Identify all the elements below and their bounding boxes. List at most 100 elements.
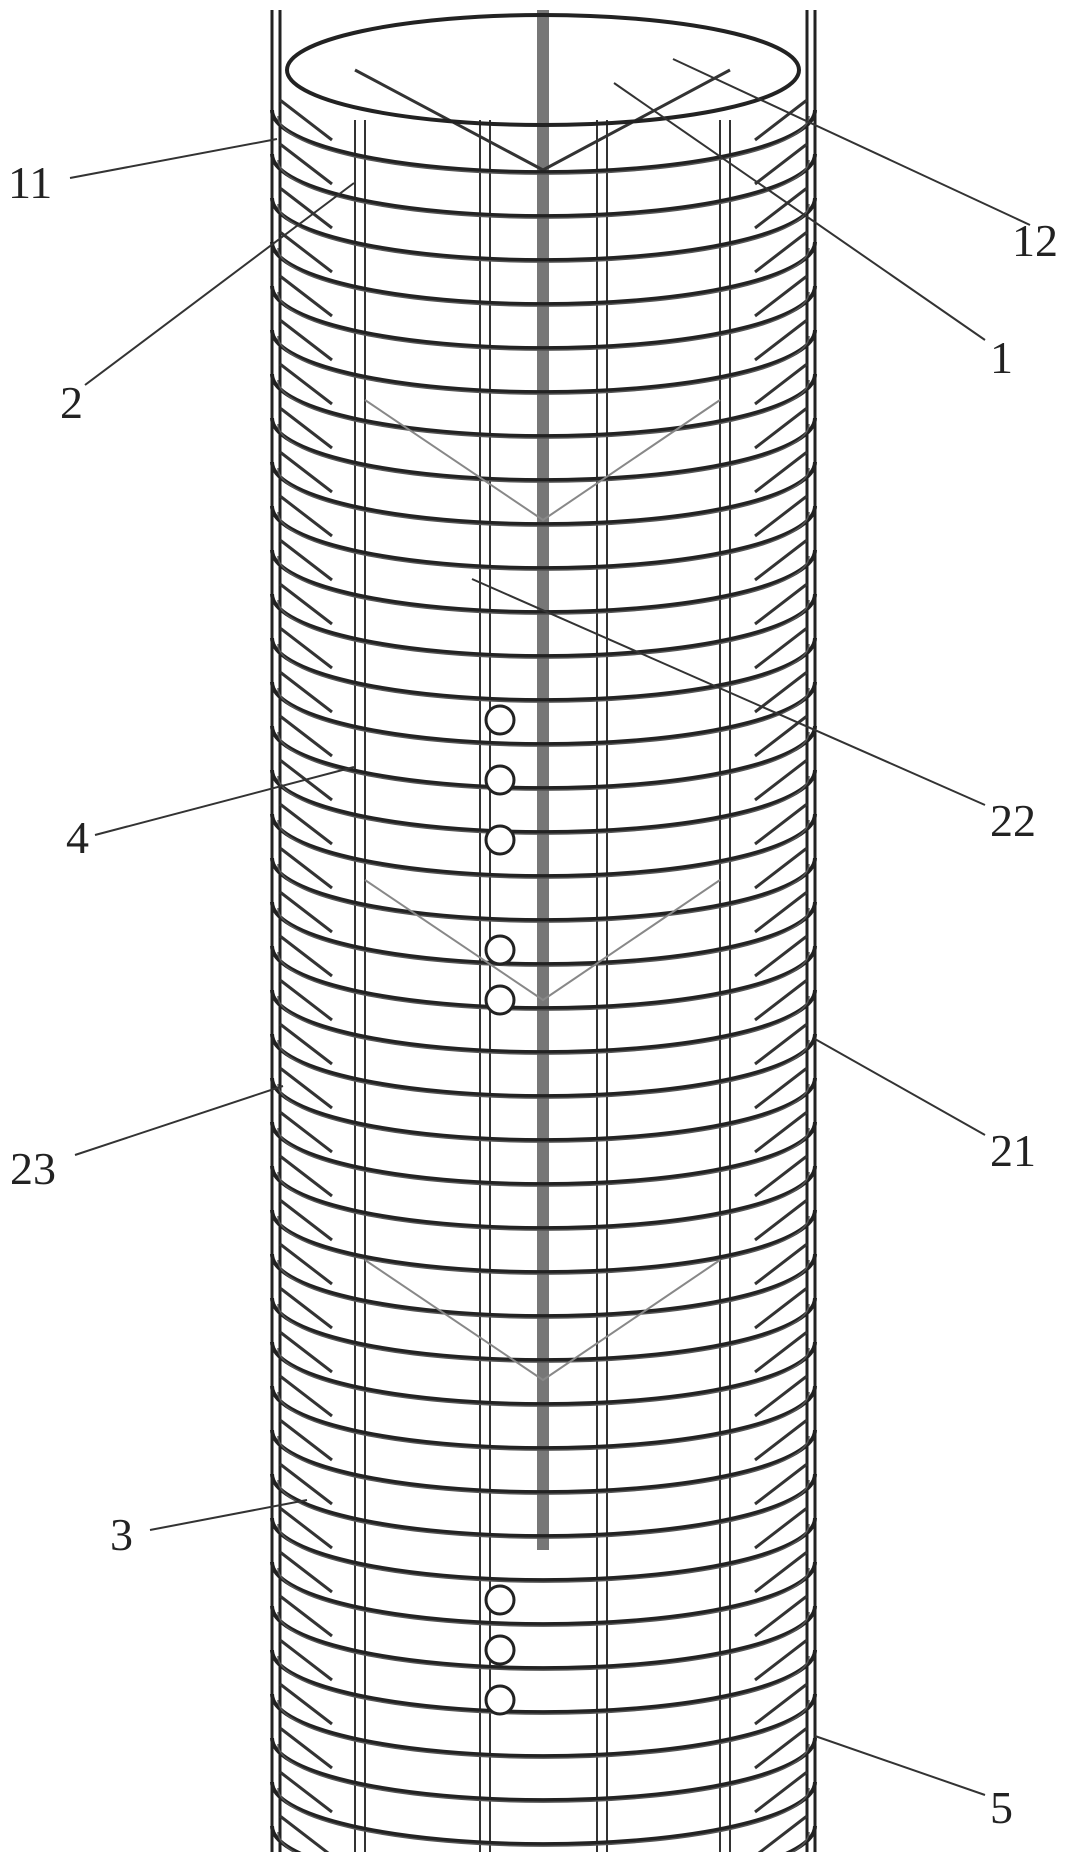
side-tie: [755, 144, 807, 184]
side-tie: [755, 760, 807, 800]
side-tie: [280, 1288, 332, 1328]
label-12: 12: [1012, 218, 1058, 264]
spiral-hoop: [272, 1606, 815, 1668]
side-tie: [280, 1728, 332, 1768]
side-tie: [755, 1156, 807, 1196]
side-tie: [755, 1552, 807, 1592]
side-tie: [755, 320, 807, 360]
side-tie: [755, 1420, 807, 1460]
side-tie: [755, 804, 807, 844]
side-tie: [755, 1772, 807, 1812]
side-tie: [280, 848, 332, 888]
side-tie: [755, 936, 807, 976]
side-tie: [755, 1024, 807, 1064]
side-tie: [280, 1508, 332, 1548]
side-tie: [280, 1200, 332, 1240]
side-tie: [755, 1640, 807, 1680]
label-4: 4: [66, 815, 89, 861]
side-tie: [280, 188, 332, 228]
side-tie: [280, 584, 332, 624]
side-tie: [280, 1552, 332, 1592]
side-tie: [280, 1024, 332, 1064]
label-11: 11: [8, 160, 52, 206]
label-3: 3: [110, 1512, 133, 1558]
side-tie: [755, 716, 807, 756]
side-tie: [280, 1684, 332, 1724]
spiral-hoop: [272, 1562, 815, 1624]
side-tie: [280, 892, 332, 932]
side-tie: [755, 408, 807, 448]
leader-line: [815, 1736, 985, 1795]
side-tie: [280, 1068, 332, 1108]
side-tie: [280, 1376, 332, 1416]
side-tie: [280, 1772, 332, 1812]
label-2: 2: [60, 380, 83, 426]
side-tie: [280, 1332, 332, 1372]
side-tie: [280, 408, 332, 448]
label-1: 1: [990, 335, 1013, 381]
side-tie: [280, 1420, 332, 1460]
leader-line: [815, 1039, 985, 1135]
side-tie: [280, 452, 332, 492]
leader-line: [95, 767, 354, 835]
label-22: 22: [990, 798, 1036, 844]
side-tie: [280, 936, 332, 976]
side-tie: [755, 1288, 807, 1328]
side-tie: [755, 1244, 807, 1284]
side-tie: [755, 540, 807, 580]
leader-line: [85, 183, 354, 385]
side-tie: [755, 1684, 807, 1724]
side-tie: [280, 980, 332, 1020]
side-tie: [280, 364, 332, 404]
spiral-hoop: [272, 1650, 815, 1712]
label-5: 5: [990, 1785, 1013, 1831]
spiral-hoop: [272, 1782, 815, 1844]
spiral-hoop: [272, 1694, 815, 1756]
side-tie: [755, 892, 807, 932]
connector-bolt: [486, 706, 514, 734]
side-tie: [755, 1112, 807, 1152]
side-tie: [755, 364, 807, 404]
side-tie: [755, 1068, 807, 1108]
side-tie: [280, 276, 332, 316]
side-tie: [755, 672, 807, 712]
side-tie: [755, 1508, 807, 1548]
side-tie: [280, 1112, 332, 1152]
connector-bolt: [486, 936, 514, 964]
side-tie: [280, 1596, 332, 1636]
side-tie: [755, 232, 807, 272]
side-tie: [755, 848, 807, 888]
connector-bolt: [486, 1636, 514, 1664]
spiral-hoop: [272, 1738, 815, 1800]
side-tie: [755, 276, 807, 316]
side-tie: [280, 716, 332, 756]
side-tie: [280, 496, 332, 536]
side-tie: [755, 100, 807, 140]
side-tie: [755, 1332, 807, 1372]
leader-line: [70, 139, 277, 178]
side-tie: [755, 188, 807, 228]
label-23: 23: [10, 1146, 56, 1192]
side-tie: [280, 628, 332, 668]
side-tie: [755, 584, 807, 624]
connector-bolt: [486, 1686, 514, 1714]
side-tie: [755, 496, 807, 536]
label-21: 21: [990, 1128, 1036, 1174]
side-tie: [280, 144, 332, 184]
spiral-hoop: [272, 1826, 815, 1852]
side-tie: [280, 1640, 332, 1680]
side-tie: [755, 980, 807, 1020]
connector-bolt: [486, 826, 514, 854]
side-tie: [280, 672, 332, 712]
connector-bolt: [486, 766, 514, 794]
side-tie: [280, 804, 332, 844]
leader-line: [75, 1086, 283, 1155]
side-tie: [280, 1464, 332, 1504]
side-tie: [280, 232, 332, 272]
connector-bolt: [486, 1586, 514, 1614]
side-tie: [755, 452, 807, 492]
side-tie: [755, 1596, 807, 1636]
side-tie: [280, 1156, 332, 1196]
